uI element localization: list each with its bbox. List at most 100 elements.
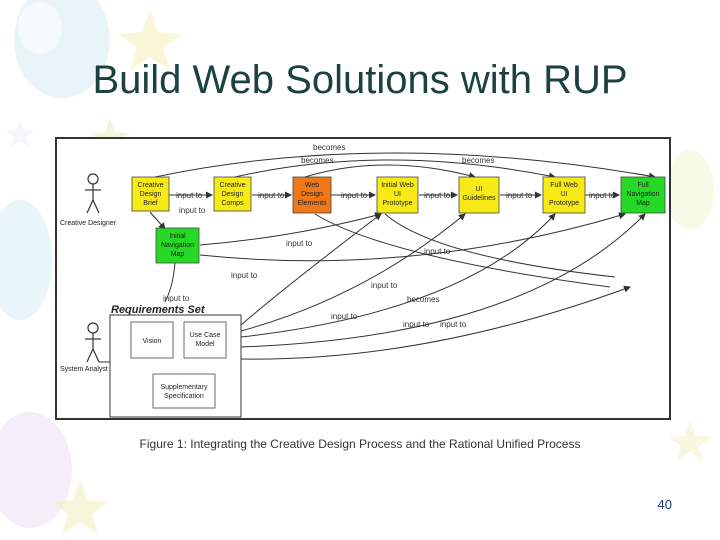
artifact-label-line: UI xyxy=(394,191,401,198)
svg-text:Model: Model xyxy=(195,341,215,348)
artifact-label-line: Vision xyxy=(143,338,162,345)
page-number: 40 xyxy=(657,497,672,512)
svg-text:Brief: Brief xyxy=(143,200,157,207)
artifact-creative-design-brief: Creative Design Brief xyxy=(131,176,170,212)
artifact-label-line: Full Web xyxy=(550,182,578,189)
edge-label-input-to: input to xyxy=(231,271,258,280)
svg-text:Full: Full xyxy=(637,182,649,189)
svg-text:Comps: Comps xyxy=(221,200,244,207)
artifact-label-line: Supplementary xyxy=(160,384,208,391)
svg-text:Elements: Elements xyxy=(297,200,327,207)
becomes-edge xyxy=(234,159,556,180)
artifact-label-line: Navigation xyxy=(161,242,194,249)
edge-label-input-to: input to xyxy=(341,191,368,200)
edge-label-input-to: input to xyxy=(440,320,467,329)
svg-text:Use Case: Use Case xyxy=(190,332,221,339)
edge-label-input-to: input to xyxy=(176,191,203,200)
artifact-label-line: Guidelines xyxy=(462,195,496,202)
artifact-supplementary-specification: Supplementary Specification xyxy=(152,373,216,409)
input-to-edge xyxy=(240,213,556,338)
becomes-edges xyxy=(154,152,656,180)
artifact-label-line: Prototype xyxy=(383,200,413,207)
artifact-label-line: Initial xyxy=(169,233,186,240)
edge-label-input-to: input to xyxy=(179,206,206,215)
svg-text:UI: UI xyxy=(561,191,568,198)
artifact-label-line: Model xyxy=(195,341,215,348)
artifact-label-line: UI xyxy=(561,191,568,198)
becomes-edge xyxy=(304,164,476,179)
artifact-label-line: Navigation xyxy=(626,191,659,198)
artifact-label-line: Prototype xyxy=(549,200,579,207)
artifact-label-line: Brief xyxy=(143,200,157,207)
artifact-label-line: Web xyxy=(305,182,319,189)
svg-text:Creative: Creative xyxy=(219,182,245,189)
becomes-edge xyxy=(154,152,656,180)
svg-text:Map: Map xyxy=(171,251,185,258)
edge-label-input-to: input to xyxy=(589,191,616,200)
edge-label-input-to: input to xyxy=(163,294,190,303)
artifact-label-line: Initial Web xyxy=(381,182,414,189)
edge-label-input-to: input to xyxy=(258,191,285,200)
artifact-label-line: Map xyxy=(171,251,185,258)
artifact-ui-guidelines: UI Guidelines xyxy=(458,176,500,214)
edge-label-input-to: input to xyxy=(403,320,430,329)
input-to-edge xyxy=(164,262,176,303)
artifact-full-navigation-map: Full Navigation Map xyxy=(620,176,666,214)
artifact-label-line: UI xyxy=(476,186,483,193)
input-to-edge xyxy=(240,285,631,360)
svg-text:Creative: Creative xyxy=(137,182,163,189)
input-to-edge xyxy=(199,212,382,246)
artifact-initial-web-ui-prototype: Initial Web UI Prototype xyxy=(376,176,419,214)
svg-text:Navigation: Navigation xyxy=(626,191,659,198)
artifact-label-line: Full xyxy=(637,182,649,189)
svg-text:Guidelines: Guidelines xyxy=(462,195,496,202)
svg-text:Prototype: Prototype xyxy=(383,200,413,207)
input-to-edge xyxy=(384,213,616,278)
artifact-label-line: Elements xyxy=(297,200,327,207)
edge-label-input-to: input to xyxy=(506,191,533,200)
svg-text:Initial: Initial xyxy=(169,233,186,240)
edge-label-input-to: input to xyxy=(424,247,451,256)
input-to-edge xyxy=(149,211,166,230)
edge-label-becomes: becomes xyxy=(462,156,494,165)
svg-text:Map: Map xyxy=(636,200,650,207)
svg-text:Specification: Specification xyxy=(164,393,204,400)
requirements-set-label: Requirements Set xyxy=(111,304,206,316)
svg-text:Initial Web: Initial Web xyxy=(381,182,414,189)
input-to-edge xyxy=(240,213,382,326)
artifact-label-line: Map xyxy=(636,200,650,207)
artifact-full-web-ui-prototype: Full Web UI Prototype xyxy=(542,176,586,214)
artifact-label-line: Use Case xyxy=(190,332,221,339)
edge-label-becomes: becomes xyxy=(301,156,333,165)
edge-label-input-to: input to xyxy=(286,239,313,248)
svg-text:UI: UI xyxy=(476,186,483,193)
artifact-web-design-elements: Web Design Elements xyxy=(292,176,332,214)
artifact-label-line: Specification xyxy=(164,393,204,400)
process-diagram: Requirements Set becomes becomes becomes… xyxy=(55,137,671,420)
slide-title: Build Web Solutions with RUP xyxy=(92,58,628,102)
svg-text:UI: UI xyxy=(394,191,401,198)
system-analyst-actor xyxy=(85,322,101,363)
svg-text:Design: Design xyxy=(140,191,162,198)
figure-caption: Figure 1: Integrating the Creative Desig… xyxy=(139,437,581,451)
artifact-use-case-model: Use Case Model xyxy=(183,321,227,359)
input-to-edge xyxy=(314,213,611,288)
edge-label-becomes: becomes xyxy=(407,295,439,304)
svg-text:Design: Design xyxy=(222,191,244,198)
svg-text:Web: Web xyxy=(305,182,319,189)
artifact-label-line: Design xyxy=(140,191,162,198)
balloon-decoration xyxy=(0,0,714,528)
input-to-edge xyxy=(240,213,466,332)
artifact-label-line: Design xyxy=(222,191,244,198)
svg-text:Prototype: Prototype xyxy=(549,200,579,207)
artifact-vision: Vision xyxy=(130,321,174,359)
artifact-label-line: Creative xyxy=(137,182,163,189)
requirements-edges xyxy=(240,213,646,360)
system-analyst-label: System Analyst xyxy=(60,366,108,373)
artifact-label-line: Comps xyxy=(221,200,244,207)
requirements-set-group xyxy=(109,314,242,418)
artifact-creative-design-comps: Creative Design Comps xyxy=(213,176,252,212)
creative-designer-actor xyxy=(85,173,101,214)
svg-text:Navigation: Navigation xyxy=(161,242,194,249)
edge-label-becomes: becomes xyxy=(313,143,345,152)
